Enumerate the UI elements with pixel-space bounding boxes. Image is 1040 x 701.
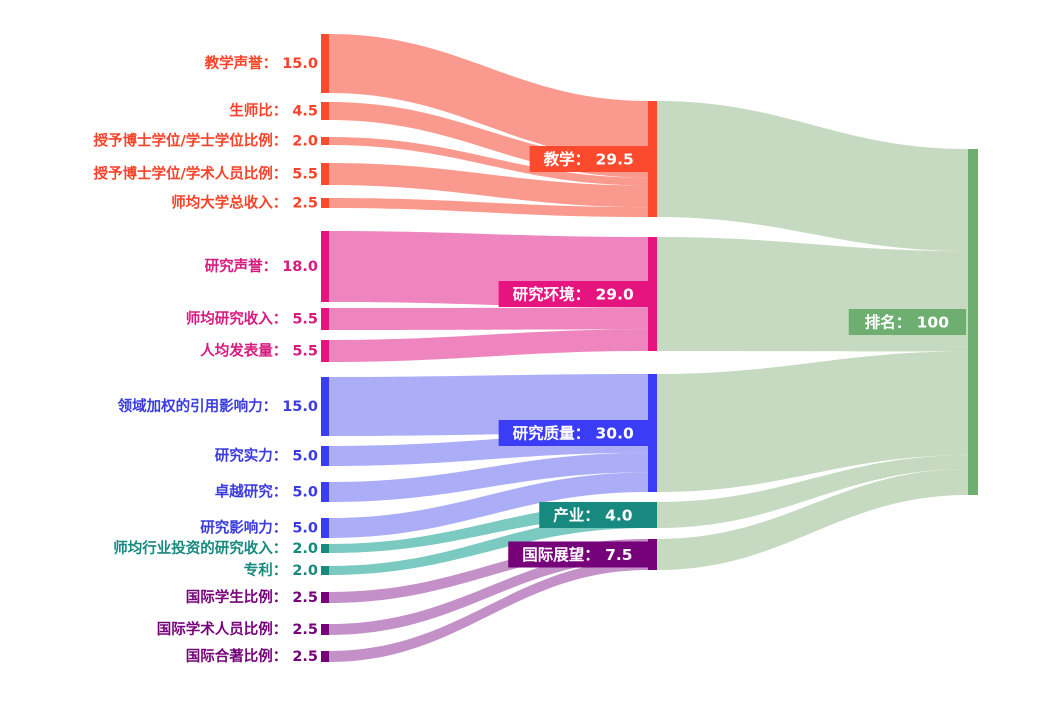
sankey-link[interactable] xyxy=(657,101,968,252)
sankey-link[interactable] xyxy=(329,307,648,330)
node-label-group-industry: 产业： 4.0 xyxy=(539,502,648,528)
sankey-link[interactable] xyxy=(329,549,648,635)
sankey-node-doctorate_bachelor_ratio[interactable] xyxy=(321,137,329,145)
node-label-box-international_outlook xyxy=(508,541,648,568)
source-node-label-patents: 专利： 2.0 xyxy=(244,561,318,579)
sankey-node-research_reputation[interactable] xyxy=(321,231,329,302)
sankey-link[interactable] xyxy=(329,163,648,208)
sankey-node-student_staff_ratio[interactable] xyxy=(321,102,329,120)
node-label-box-ranking xyxy=(848,309,966,335)
sankey-node-industry[interactable] xyxy=(648,502,657,528)
sankey-link[interactable] xyxy=(657,351,968,492)
node-label-text-industry: 产业： 4.0 xyxy=(553,506,633,525)
sankey-node-teaching[interactable] xyxy=(648,101,657,217)
sankey-link[interactable] xyxy=(329,34,648,160)
sankey-link[interactable] xyxy=(657,469,968,570)
node-label-text-teaching: 教学： 29.5 xyxy=(544,150,634,169)
sankey-node-teaching_reputation[interactable] xyxy=(321,34,329,93)
sankey-node-ranking[interactable] xyxy=(968,149,978,495)
source-node-label-institutional_income: 师均大学总收入： 2.5 xyxy=(171,194,318,212)
sankey-node-fwci[interactable] xyxy=(321,377,329,436)
sankey-link[interactable] xyxy=(329,198,648,217)
sankey-node-research_strength[interactable] xyxy=(321,446,329,466)
node-label-group-research_env: 研究环境： 29.0 xyxy=(498,281,648,307)
node-label-group-ranking: 排名： 100 xyxy=(848,309,966,335)
sankey-link[interactable] xyxy=(329,329,648,362)
source-node-label-student_staff_ratio: 生师比： 4.5 xyxy=(229,102,318,120)
sankey-link[interactable] xyxy=(329,472,648,538)
sankey-link[interactable] xyxy=(329,452,648,502)
source-node-label-intl_staff: 国际学术人员比例： 2.5 xyxy=(157,620,318,638)
sankey-node-research_excellence[interactable] xyxy=(321,482,329,502)
source-node-label-intl_coauthorship: 国际合著比例： 2.5 xyxy=(186,647,318,665)
sankey-node-doctorate_staff_ratio[interactable] xyxy=(321,163,329,185)
sankey-node-industry_research_income[interactable] xyxy=(321,544,329,553)
node-label-box-research_quality xyxy=(498,420,648,446)
node-label-text-research_quality: 研究质量： 30.0 xyxy=(513,424,634,443)
source-node-label-research_excellence: 卓越研究： 5.0 xyxy=(215,483,318,501)
sankey-node-international_outlook[interactable] xyxy=(648,539,657,570)
node-label-group-research_quality: 研究质量： 30.0 xyxy=(498,420,648,446)
node-label-box-industry xyxy=(539,502,648,528)
sankey-node-intl_coauthorship[interactable] xyxy=(321,651,329,662)
node-label-text-research_env: 研究环境： 29.0 xyxy=(513,285,634,304)
source-node-label-intl_students: 国际学生比例： 2.5 xyxy=(186,588,318,606)
sankey-node-intl_students[interactable] xyxy=(321,592,329,603)
sankey-link[interactable] xyxy=(657,455,968,528)
source-node-label-research_strength: 研究实力： 5.0 xyxy=(215,447,318,465)
source-node-label-fwci: 领域加权的引用影响力： 15.0 xyxy=(118,397,318,415)
sankey-link[interactable] xyxy=(329,137,648,186)
sankey-node-research_quality[interactable] xyxy=(648,374,657,492)
source-node-label-research_influence: 研究影响力： 5.0 xyxy=(200,519,318,537)
node-label-group-teaching: 教学： 29.5 xyxy=(529,146,648,172)
sankey-node-institutional_income[interactable] xyxy=(321,198,329,208)
source-node-label-doctorate_staff_ratio: 授予博士学位/学术人员比例： 5.5 xyxy=(93,165,318,183)
source-node-label-teaching_reputation: 教学声誉： 15.0 xyxy=(204,54,318,72)
sankey-node-publications_per_staff[interactable] xyxy=(321,340,329,362)
node-label-text-ranking: 排名： 100 xyxy=(865,313,949,332)
sankey-node-patents[interactable] xyxy=(321,566,329,575)
source-node-label-research_income: 师均研究收入： 5.5 xyxy=(186,310,318,328)
sankey-link[interactable] xyxy=(329,559,648,662)
sankey-node-research_influence[interactable] xyxy=(321,518,329,538)
sankey-node-research_income[interactable] xyxy=(321,308,329,330)
sankey-node-intl_staff[interactable] xyxy=(321,624,329,635)
source-node-label-publications_per_staff: 人均发表量： 5.5 xyxy=(200,342,318,360)
nodes-layer xyxy=(321,34,978,662)
labels-layer: 教学声誉： 15.0 生师比： 4.5 授予博士学位/学士学位比例： 2.0 授予博士… xyxy=(93,54,966,665)
sankey-link[interactable] xyxy=(329,515,648,575)
node-label-group-international_outlook: 国际展望： 7.5 xyxy=(508,541,648,568)
source-node-label-research_reputation: 研究声誉： 18.0 xyxy=(205,257,318,275)
source-node-label-doctorate_bachelor_ratio: 授予博士学位/学士学位比例： 2.0 xyxy=(93,132,318,150)
node-label-text-international_outlook: 国际展望： 7.5 xyxy=(522,545,632,564)
node-label-box-teaching xyxy=(529,146,648,172)
source-node-label-industry_research_income: 师均行业投资的研究收入： 2.0 xyxy=(113,539,318,557)
sankey-node-research_env[interactable] xyxy=(648,237,657,351)
node-label-box-research_env xyxy=(498,281,648,307)
